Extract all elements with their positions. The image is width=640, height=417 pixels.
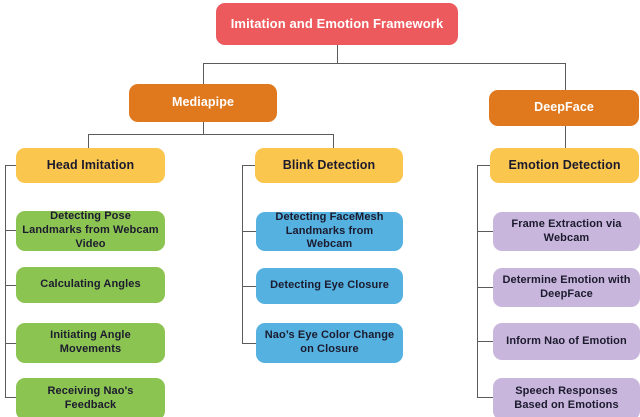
connector-mediapipe-drop xyxy=(203,122,204,134)
connector-to-mediapipe xyxy=(203,63,204,84)
connector-mediapipe-span xyxy=(88,134,334,135)
node-nao-eye-color-change: Nao’s Eye Color Change on Closure xyxy=(256,323,403,363)
spine3-top-stub xyxy=(477,165,490,166)
spine1-top-stub xyxy=(5,165,16,166)
node-mediapipe: Mediapipe xyxy=(129,84,277,122)
node-detecting-eye-closure: Detecting Eye Closure xyxy=(256,268,403,304)
node-receiving-naos-feedback: Receiving Nao's Feedback xyxy=(16,378,165,417)
node-speech-responses: Speech Responses Based on Emotions xyxy=(493,378,640,417)
node-frame-extraction: Frame Extraction via Webcam xyxy=(493,212,640,251)
connector-to-head xyxy=(88,134,89,148)
node-root: Imitation and Emotion Framework xyxy=(216,3,458,45)
connector-to-deepface xyxy=(565,63,566,90)
spine3-stub-4 xyxy=(477,397,493,398)
spine1-stub-4 xyxy=(5,397,16,398)
connector-root-drop xyxy=(337,45,338,63)
node-inform-nao: Inform Nao of Emotion xyxy=(493,323,640,360)
spine2-top-stub xyxy=(242,165,255,166)
spine3-stub-3 xyxy=(477,341,493,342)
spine1-vertical xyxy=(5,165,6,398)
node-detecting-facemesh-landmarks: Detecting FaceMesh Landmarks from Webcam xyxy=(256,211,403,251)
spine1-stub-3 xyxy=(5,343,16,344)
connector-root-span xyxy=(203,63,566,64)
spine2-stub-1 xyxy=(242,231,256,232)
node-head-imitation: Head Imitation xyxy=(16,148,165,183)
spine2-stub-2 xyxy=(242,286,256,287)
node-emotion-detection: Emotion Detection xyxy=(490,148,639,183)
spine3-vertical xyxy=(477,165,478,398)
spine2-vertical xyxy=(242,165,243,343)
spine3-stub-2 xyxy=(477,287,493,288)
spine1-stub-2 xyxy=(5,285,16,286)
node-calculating-angles: Calculating Angles xyxy=(16,267,165,303)
spine3-stub-1 xyxy=(477,231,493,232)
node-blink-detection: Blink Detection xyxy=(255,148,403,183)
connector-deepface-drop xyxy=(565,126,566,148)
node-initiating-angle-movements: Initiating Angle Movements xyxy=(16,323,165,363)
spine1-stub-1 xyxy=(5,230,16,231)
connector-to-blink xyxy=(333,134,334,148)
node-detecting-pose-landmarks: Detecting Pose Landmarks from Webcam Vid… xyxy=(16,210,165,251)
node-deepface: DeepFace xyxy=(489,90,639,126)
spine2-stub-3 xyxy=(242,343,256,344)
node-determine-emotion: Determine Emotion with DeepFace xyxy=(493,268,640,307)
